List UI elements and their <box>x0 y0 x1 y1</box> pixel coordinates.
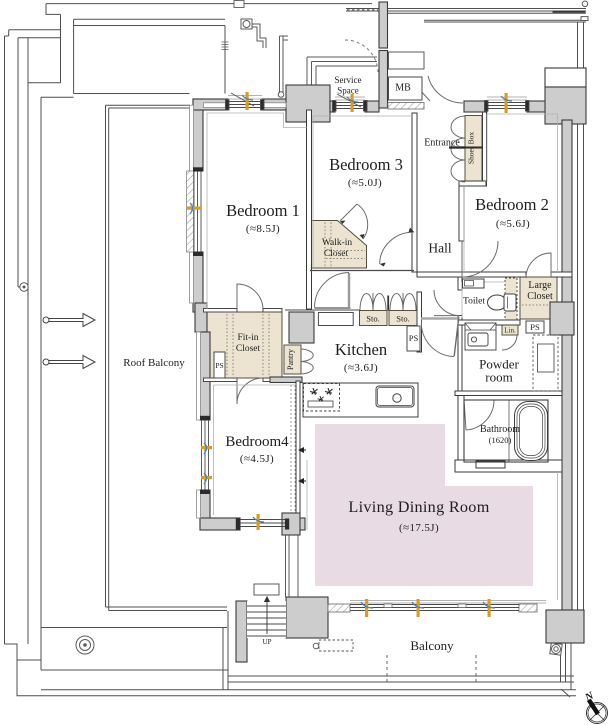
svg-text:UP: UP <box>263 638 272 646</box>
svg-text:Sto.: Sto. <box>396 314 409 324</box>
svg-text:Bedroom 2: Bedroom 2 <box>475 195 549 214</box>
svg-text:(≈17.5J): (≈17.5J) <box>399 522 439 534</box>
svg-text:Kitchen: Kitchen <box>335 340 387 359</box>
svg-text:Hall: Hall <box>428 241 451 256</box>
svg-text:Walk-in: Walk-in <box>322 238 353 248</box>
svg-text:Balcony: Balcony <box>410 638 454 653</box>
svg-text:Large: Large <box>528 280 552 291</box>
svg-text:(≈8.5J): (≈8.5J) <box>246 223 280 235</box>
svg-text:Bedroom 1: Bedroom 1 <box>226 201 300 220</box>
svg-text:Bathroom: Bathroom <box>480 424 520 435</box>
svg-text:(≈5.0J): (≈5.0J) <box>348 177 382 189</box>
svg-text:(1620): (1620) <box>489 435 512 445</box>
svg-text:Shoes Box: Shoes Box <box>467 132 476 165</box>
svg-text:(≈4.5J): (≈4.5J) <box>240 453 274 465</box>
svg-text:Fit-in: Fit-in <box>237 333 258 343</box>
svg-text:PS: PS <box>215 361 223 370</box>
svg-text:PS: PS <box>530 322 540 332</box>
svg-text:Closet: Closet <box>236 344 261 354</box>
svg-text:Space: Space <box>337 86 359 96</box>
svg-text:room: room <box>485 370 512 385</box>
svg-text:(≈5.6J): (≈5.6J) <box>496 218 530 230</box>
svg-text:(≈3.6J): (≈3.6J) <box>344 362 378 374</box>
svg-text:Closet: Closet <box>324 249 349 259</box>
svg-text:Lin.: Lin. <box>504 327 516 335</box>
svg-text:Toilet: Toilet <box>463 297 485 307</box>
svg-text:Sto.: Sto. <box>366 314 379 324</box>
svg-text:Pantry: Pantry <box>286 349 295 370</box>
svg-text:PS: PS <box>409 333 419 343</box>
svg-text:Service: Service <box>335 75 362 85</box>
svg-text:MB: MB <box>395 83 411 94</box>
svg-text:Closet: Closet <box>527 291 553 302</box>
svg-text:Roof Balcony: Roof Balcony <box>123 357 185 369</box>
svg-text:Powder: Powder <box>479 357 519 372</box>
svg-text:Living Dining Room: Living Dining Room <box>348 498 489 516</box>
svg-text:Entrance: Entrance <box>424 138 460 149</box>
svg-text:Bedroom4: Bedroom4 <box>225 434 289 450</box>
svg-text:Bedroom 3: Bedroom 3 <box>329 155 403 174</box>
